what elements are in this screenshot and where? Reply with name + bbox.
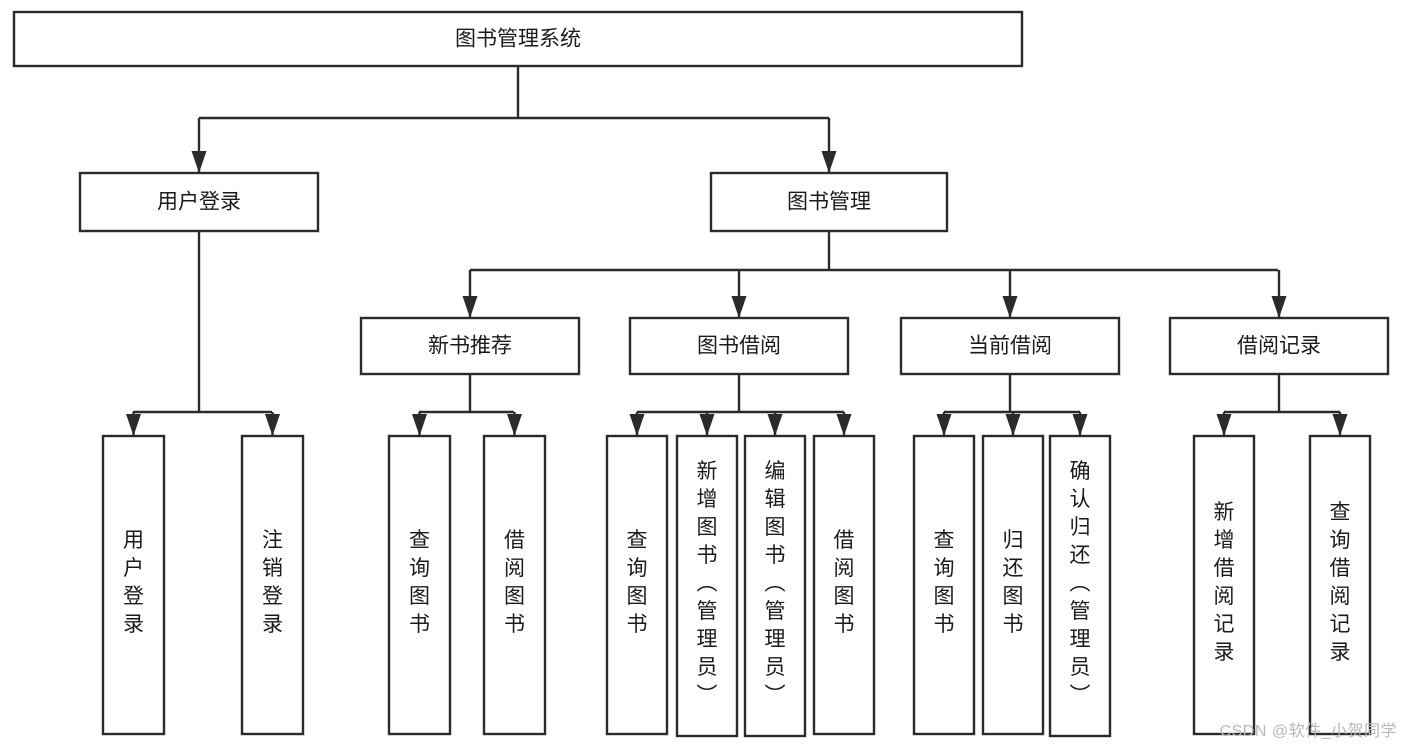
arrow-to-book-manage: [821, 151, 837, 173]
node-label-current-borrow: 当前借阅: [968, 335, 1052, 358]
node-label-leaf-edit-book: 编辑图书︵管理员︶: [765, 460, 786, 707]
node-label-borrow-record: 借阅记录: [1237, 335, 1321, 358]
node-box-leaf-add-borrow-record[interactable]: [1192, 434, 1256, 736]
node-leaf-query-book-borrow[interactable]: 查询图书: [605, 434, 669, 736]
arrow-to-leaf-edit-book: [767, 414, 783, 436]
node-leaf-borrow-book[interactable]: 借阅图书: [812, 434, 876, 736]
node-new-book-recommend[interactable]: 新书推荐: [359, 316, 581, 376]
node-box-new-book-recommend[interactable]: [359, 316, 581, 376]
node-box-leaf-edit-book[interactable]: [743, 434, 807, 738]
node-leaf-query-book-current[interactable]: 查询图书: [912, 434, 976, 736]
node-label-book-manage: 图书管理: [787, 191, 871, 214]
node-label-leaf-borrow-book: 借阅图书: [834, 529, 855, 636]
arrow-to-leaf-add-borrow-record: [1216, 414, 1232, 436]
node-box-borrow-record[interactable]: [1168, 316, 1390, 376]
node-label-leaf-user-login: 用户登录: [123, 529, 144, 636]
node-user-login[interactable]: 用户登录: [78, 171, 320, 233]
node-box-leaf-return-book[interactable]: [981, 434, 1045, 736]
node-box-leaf-borrow-book-recommend[interactable]: [482, 434, 547, 736]
node-label-book-borrow: 图书借阅: [697, 335, 781, 358]
node-leaf-edit-book[interactable]: 编辑图书︵管理员︶: [743, 434, 807, 738]
node-label-leaf-query-book-recommend: 查询图书: [409, 529, 430, 636]
node-layer: 图书管理系统用户登录图书管理新书推荐图书借阅当前借阅借阅记录用户登录注销登录查询…: [12, 10, 1390, 738]
node-borrow-record[interactable]: 借阅记录: [1168, 316, 1390, 376]
arrow-to-new-book-recommend: [462, 296, 478, 318]
arrow-to-leaf-query-book-current: [936, 414, 952, 436]
node-box-leaf-borrow-book[interactable]: [812, 434, 876, 736]
node-label-leaf-borrow-book-recommend: 借阅图书: [504, 529, 525, 636]
arrow-to-user-login: [191, 151, 207, 173]
arrow-to-leaf-query-borrow-record: [1332, 414, 1348, 436]
arrow-to-leaf-return-book: [1005, 414, 1021, 436]
arrow-to-leaf-query-book-borrow: [629, 414, 645, 436]
node-box-leaf-add-book[interactable]: [675, 434, 739, 738]
node-label-root: 图书管理系统: [455, 28, 581, 51]
arrow-to-leaf-add-book: [699, 414, 715, 436]
node-box-root[interactable]: [12, 10, 1024, 68]
node-book-manage[interactable]: 图书管理: [709, 171, 949, 233]
arrow-to-leaf-confirm-return: [1072, 414, 1088, 436]
arrow-to-leaf-logout: [265, 414, 280, 436]
arrow-to-book-borrow: [731, 296, 747, 318]
node-box-leaf-query-borrow-record[interactable]: [1308, 434, 1372, 736]
node-leaf-add-borrow-record[interactable]: 新增借阅记录: [1192, 434, 1256, 736]
node-label-leaf-query-book-borrow: 查询图书: [627, 529, 648, 636]
node-label-leaf-confirm-return: 确认归还︵管理员︶: [1070, 460, 1091, 707]
node-box-leaf-user-login[interactable]: [101, 434, 166, 736]
arrow-to-leaf-query-book-recommend: [412, 414, 427, 436]
node-label-leaf-add-borrow-record: 新增借阅记录: [1214, 501, 1235, 664]
arrow-to-current-borrow: [1002, 296, 1018, 318]
node-label-leaf-logout: 注销登录: [262, 529, 283, 636]
node-box-leaf-query-book-recommend[interactable]: [387, 434, 452, 736]
connector-layer: [126, 66, 1348, 436]
node-current-borrow[interactable]: 当前借阅: [899, 316, 1121, 376]
node-box-user-login[interactable]: [78, 171, 320, 233]
node-label-user-login: 用户登录: [157, 191, 241, 214]
node-label-leaf-query-borrow-record: 查询借阅记录: [1330, 501, 1351, 664]
node-label-leaf-return-book: 归还图书: [1003, 529, 1024, 636]
arrow-to-leaf-user-login: [126, 414, 141, 436]
node-box-book-borrow[interactable]: [628, 316, 850, 376]
arrow-to-borrow-record: [1271, 296, 1287, 318]
arrow-to-leaf-borrow-book-recommend: [507, 414, 522, 436]
node-leaf-add-book[interactable]: 新增图书︵管理员︶: [675, 434, 739, 738]
node-leaf-logout[interactable]: 注销登录: [240, 434, 305, 736]
node-box-leaf-confirm-return[interactable]: [1048, 434, 1112, 738]
node-label-leaf-query-book-current: 查询图书: [934, 529, 955, 636]
node-box-current-borrow[interactable]: [899, 316, 1121, 376]
node-root[interactable]: 图书管理系统: [12, 10, 1024, 68]
node-box-leaf-query-book-borrow[interactable]: [605, 434, 669, 736]
node-box-book-manage[interactable]: [709, 171, 949, 233]
arrow-to-leaf-borrow-book: [836, 414, 852, 436]
node-label-new-book-recommend: 新书推荐: [428, 335, 512, 358]
node-leaf-borrow-book-recommend[interactable]: 借阅图书: [482, 434, 547, 736]
node-leaf-user-login[interactable]: 用户登录: [101, 434, 166, 736]
node-book-borrow[interactable]: 图书借阅: [628, 316, 850, 376]
node-leaf-query-borrow-record[interactable]: 查询借阅记录: [1308, 434, 1372, 736]
node-leaf-query-book-recommend[interactable]: 查询图书: [387, 434, 452, 736]
node-leaf-confirm-return[interactable]: 确认归还︵管理员︶: [1048, 434, 1112, 738]
node-box-leaf-logout[interactable]: [240, 434, 305, 736]
node-leaf-return-book[interactable]: 归还图书: [981, 434, 1045, 736]
node-label-leaf-add-book: 新增图书︵管理员︶: [697, 460, 718, 707]
node-box-leaf-query-book-current[interactable]: [912, 434, 976, 736]
